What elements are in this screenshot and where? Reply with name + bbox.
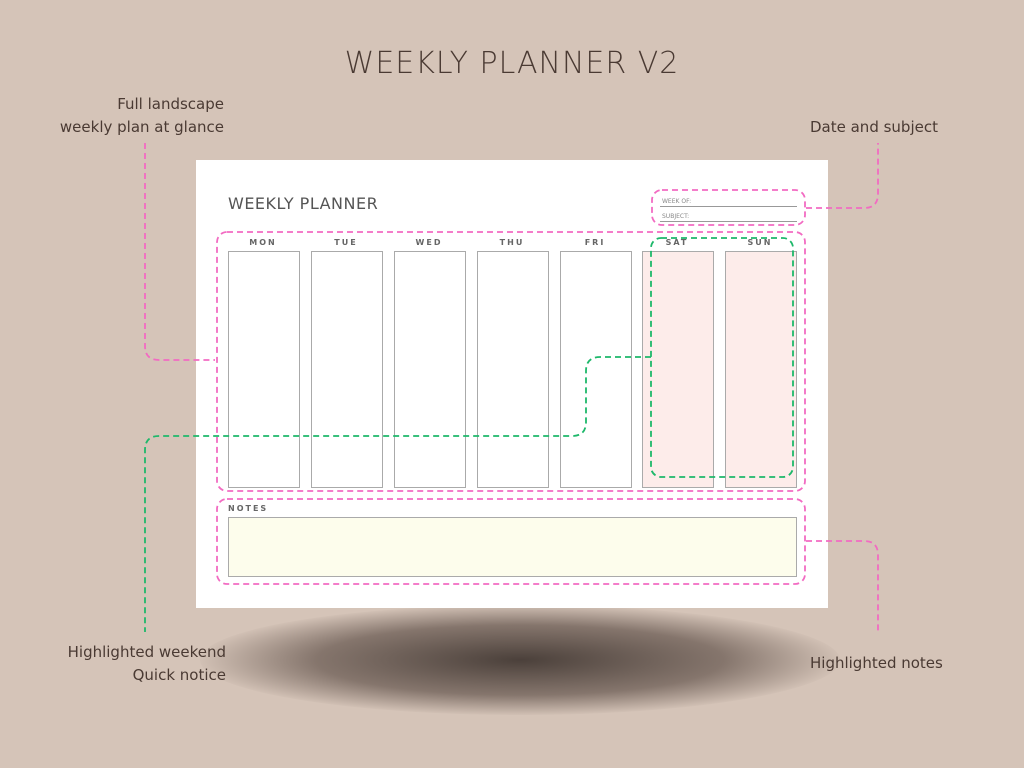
annotation-landscape: Full landscape weekly plan at glance xyxy=(60,93,224,139)
notes-connector xyxy=(806,540,879,633)
day-column-fri[interactable] xyxy=(560,251,632,488)
subject-line[interactable] xyxy=(660,221,797,222)
day-label-tue: TUE xyxy=(334,238,358,247)
annotation-line: Quick notice xyxy=(132,666,226,684)
landscape-connector xyxy=(144,143,215,361)
annotation-weekend: Highlighted weekend Quick notice xyxy=(68,641,226,687)
day-column-mon[interactable] xyxy=(228,251,300,488)
day-label-wed: WED xyxy=(415,238,443,247)
notes-box[interactable] xyxy=(228,517,797,577)
day-label-fri: FRI xyxy=(584,238,606,247)
day-label-mon: MON xyxy=(249,238,277,247)
day-column-tue[interactable] xyxy=(311,251,383,488)
annotation-line: weekly plan at glance xyxy=(59,118,224,136)
annotation-line: Highlighted weekend xyxy=(67,643,226,661)
day-label-thu: THU xyxy=(499,238,525,247)
week-of-line[interactable] xyxy=(660,206,797,207)
week-highlight xyxy=(216,231,806,492)
page-title: WEEKLY PLANNER V2 xyxy=(344,46,680,81)
planner-title: WEEKLY PLANNER xyxy=(228,194,379,213)
annotation-notes: Highlighted notes xyxy=(810,654,943,672)
day-label-sun: SUN xyxy=(747,238,773,247)
annotation-date: Date and subject xyxy=(810,118,938,136)
day-column-sat[interactable] xyxy=(642,251,714,488)
notes-label: NOTES xyxy=(228,504,269,513)
date-connector xyxy=(806,143,879,209)
notes-highlight xyxy=(216,498,806,585)
annotation-line: Full landscape xyxy=(117,95,224,113)
day-column-thu[interactable] xyxy=(477,251,549,488)
weekend-connector xyxy=(144,356,651,632)
subject-label: SUBJECT: xyxy=(662,213,690,220)
day-column-sun[interactable] xyxy=(725,251,797,488)
page-shadow xyxy=(200,605,840,715)
day-column-wed[interactable] xyxy=(394,251,466,488)
week-of-label: WEEK OF: xyxy=(662,198,692,205)
day-label-sat: SAT xyxy=(665,238,689,247)
date-highlight xyxy=(651,189,806,226)
weekend-highlight xyxy=(650,237,794,478)
